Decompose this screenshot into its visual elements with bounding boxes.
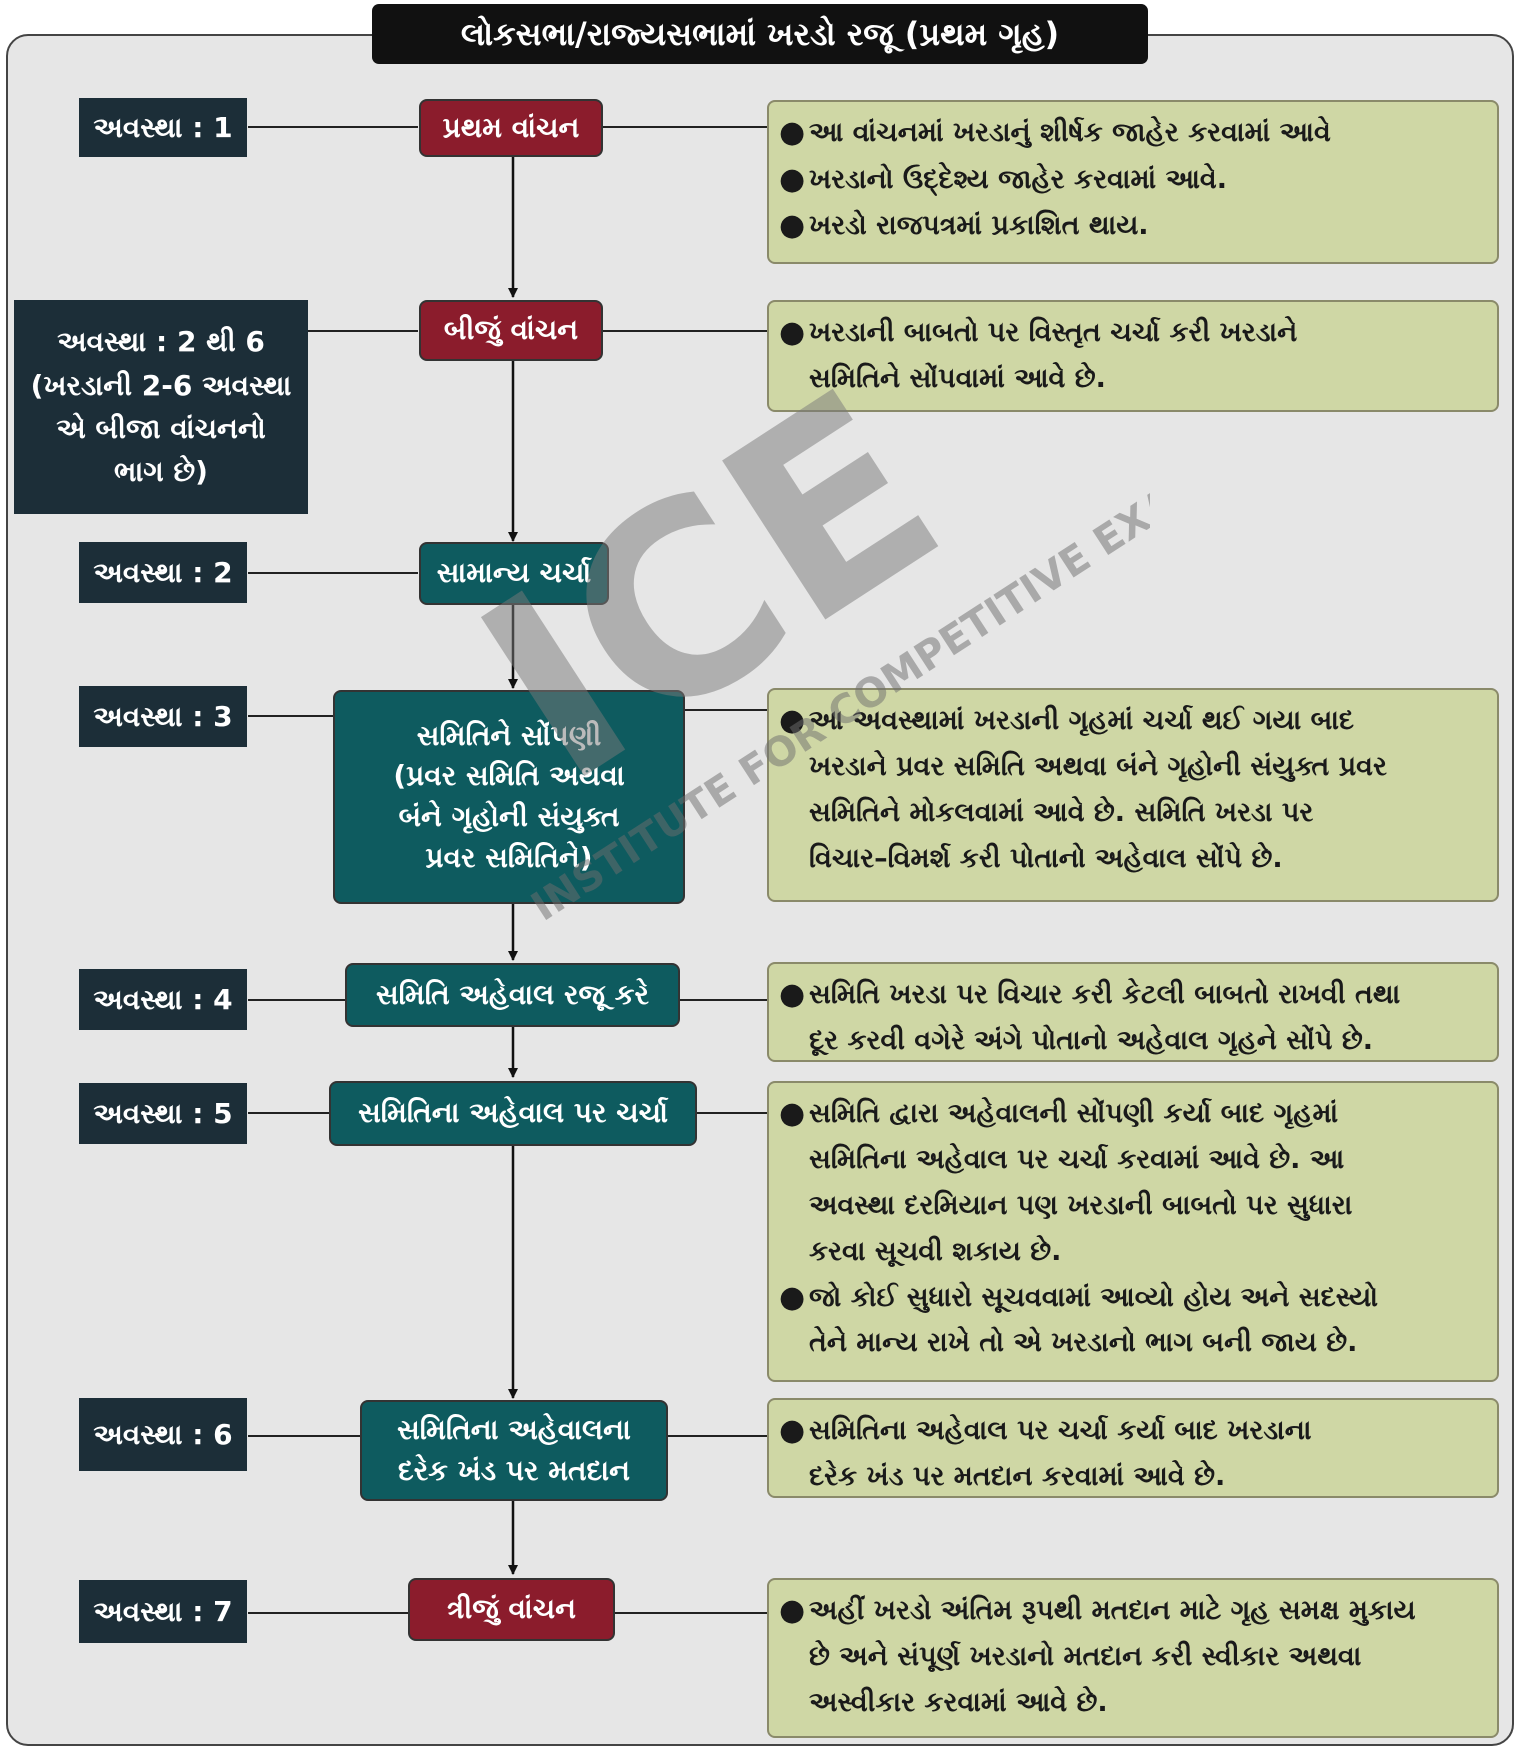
bullet-text: જો કોઈ સુધારો સૂચવવામાં આવ્યો હોય અને સદ… [809,1281,1378,1359]
info-box-stage-5: ●સમિતિ દ્વારા અહેવાલની સોંપણી કર્યા બાદ … [767,1081,1499,1382]
bullet-item: ●સમિતિના અહેવાલ પર ચર્ચા કર્યા બાદ ખરડાન… [779,1408,1485,1500]
bullet-dot: ● [779,1096,806,1131]
bullet-text: ખરડો રાજપત્રમાં પ્રકાશિત થાય. [809,210,1149,241]
bullet-text: સમિતિ દ્વારા અહેવાલની સોંપણી કર્યા બાદ ગ… [809,1098,1353,1267]
bullet-dot: ● [779,1593,806,1628]
info-box-stage-3: ●આ અવસ્થામાં ખરડાની ગૃહમાં ચર્ચા થઈ ગયા … [767,688,1499,902]
stage-label-7: અવસ્થા : 7 [79,1580,247,1643]
stage-label-2-6: અવસ્થા : 2 થી 6 (ખરડાની 2-6 અવસ્થા એ બીજ… [14,300,308,514]
stage-label-6: અવસ્થા : 6 [79,1398,247,1471]
bullet-text: ખરડાની બાબતો પર વિસ્તૃત ચર્ચા કરી ખરડાને… [809,317,1298,394]
node-clause-voting: સમિતિના અહેવાલના દરેક ખંડ પર મતદાન [360,1400,668,1501]
bullet-dot: ● [779,161,806,197]
bullet-text: આ વાંચનમાં ખરડાનું શીર્ષક જાહેર કરવામાં … [809,117,1331,148]
page-title: લોકસભા/રાજ્યસભામાં ખરડો રજૂ (પ્રથમ ગૃહ) [372,4,1148,64]
stage-label-4: અવસ્થા : 4 [79,969,247,1030]
bullet-dot: ● [779,208,806,243]
bullet-item: ●જો કોઈ સુધારો સૂચવવામાં આવ્યો હોય અને સ… [779,1275,1485,1367]
stage-label-3: અવસ્થા : 3 [79,686,247,747]
bullet-item: ●અહીં ખરડો અંતિમ રૂપથી મતદાન માટે ગૃહ સમ… [779,1588,1485,1726]
info-box-stage-4: ●સમિતિ ખરડા પર વિચાર કરી કેટલી બાબતો રાખ… [767,962,1499,1062]
bullet-dot: ● [779,115,806,150]
bullet-item: ●સમિતિ ખરડા પર વિચાર કરી કેટલી બાબતો રાખ… [779,972,1485,1064]
node-first-reading: પ્રથમ વાંચન [419,99,603,157]
bullet-text: સમિતિ ખરડા પર વિચાર કરી કેટલી બાબતો રાખવ… [809,979,1401,1056]
stage-label-1: અવસ્થા : 1 [79,98,247,157]
info-box-second-reading: ●ખરડાની બાબતો પર વિસ્તૃત ચર્ચા કરી ખરડાન… [767,300,1499,412]
node-report-discussion: સમિતિના અહેવાલ પર ચર્ચા [329,1081,697,1146]
node-second-reading: બીજું વાંચન [419,300,603,361]
bullet-item: ●ખરડાની બાબતો પર વિસ્તૃત ચર્ચા કરી ખરડાન… [779,310,1485,402]
info-box-stage-7: ●અહીં ખરડો અંતિમ રૂપથી મતદાન માટે ગૃહ સમ… [767,1578,1499,1738]
info-box-stage-6: ●સમિતિના અહેવાલ પર ચર્ચા કર્યા બાદ ખરડાન… [767,1398,1499,1498]
bullet-item: ●સમિતિ દ્વારા અહેવાલની સોંપણી કર્યા બાદ … [779,1091,1485,1275]
stage-label-5: અવસ્થા : 5 [79,1083,247,1144]
stage-label-2: અવસ્થા : 2 [79,542,247,603]
bullet-text: આ અવસ્થામાં ખરડાની ગૃહમાં ચર્ચા થઈ ગયા બ… [809,705,1387,874]
node-general-discussion: સામાન્ય ચર્ચા [419,542,609,605]
bullet-item: ●આ અવસ્થામાં ખરડાની ગૃહમાં ચર્ચા થઈ ગયા … [779,698,1485,882]
bullet-dot: ● [779,703,806,738]
node-committee-report: સમિતિ અહેવાલ રજૂ કરે [345,963,680,1027]
bullet-dot: ● [779,1279,806,1315]
bullet-text: ખરડાનો ઉદ્દેશ્ય જાહેર કરવામાં આવે. [809,163,1227,195]
bullet-text: અહીં ખરડો અંતિમ રૂપથી મતદાન માટે ગૃહ સમક… [809,1595,1416,1718]
bullet-dot: ● [779,315,806,350]
bullet-item: ●ખરડો રાજપત્રમાં પ્રકાશિત થાય. [779,203,1485,250]
bullet-dot: ● [779,977,806,1012]
bullet-dot: ● [779,1413,806,1448]
bullet-item: ●આ વાંચનમાં ખરડાનું શીર્ષક જાહેર કરવામાં… [779,110,1485,157]
info-box-stage-1: ●આ વાંચનમાં ખરડાનું શીર્ષક જાહેર કરવામાં… [767,100,1499,264]
bullet-text: સમિતિના અહેવાલ પર ચર્ચા કર્યા બાદ ખરડાના… [809,1415,1312,1492]
bullet-item: ●ખરડાનો ઉદ્દેશ્ય જાહેર કરવામાં આવે. [779,157,1485,204]
node-third-reading: ત્રીજું વાંચન [408,1578,615,1641]
node-committee-referral: સમિતિને સોંપણી (પ્રવર સમિતિ અથવા બંને ગૃ… [333,690,685,904]
